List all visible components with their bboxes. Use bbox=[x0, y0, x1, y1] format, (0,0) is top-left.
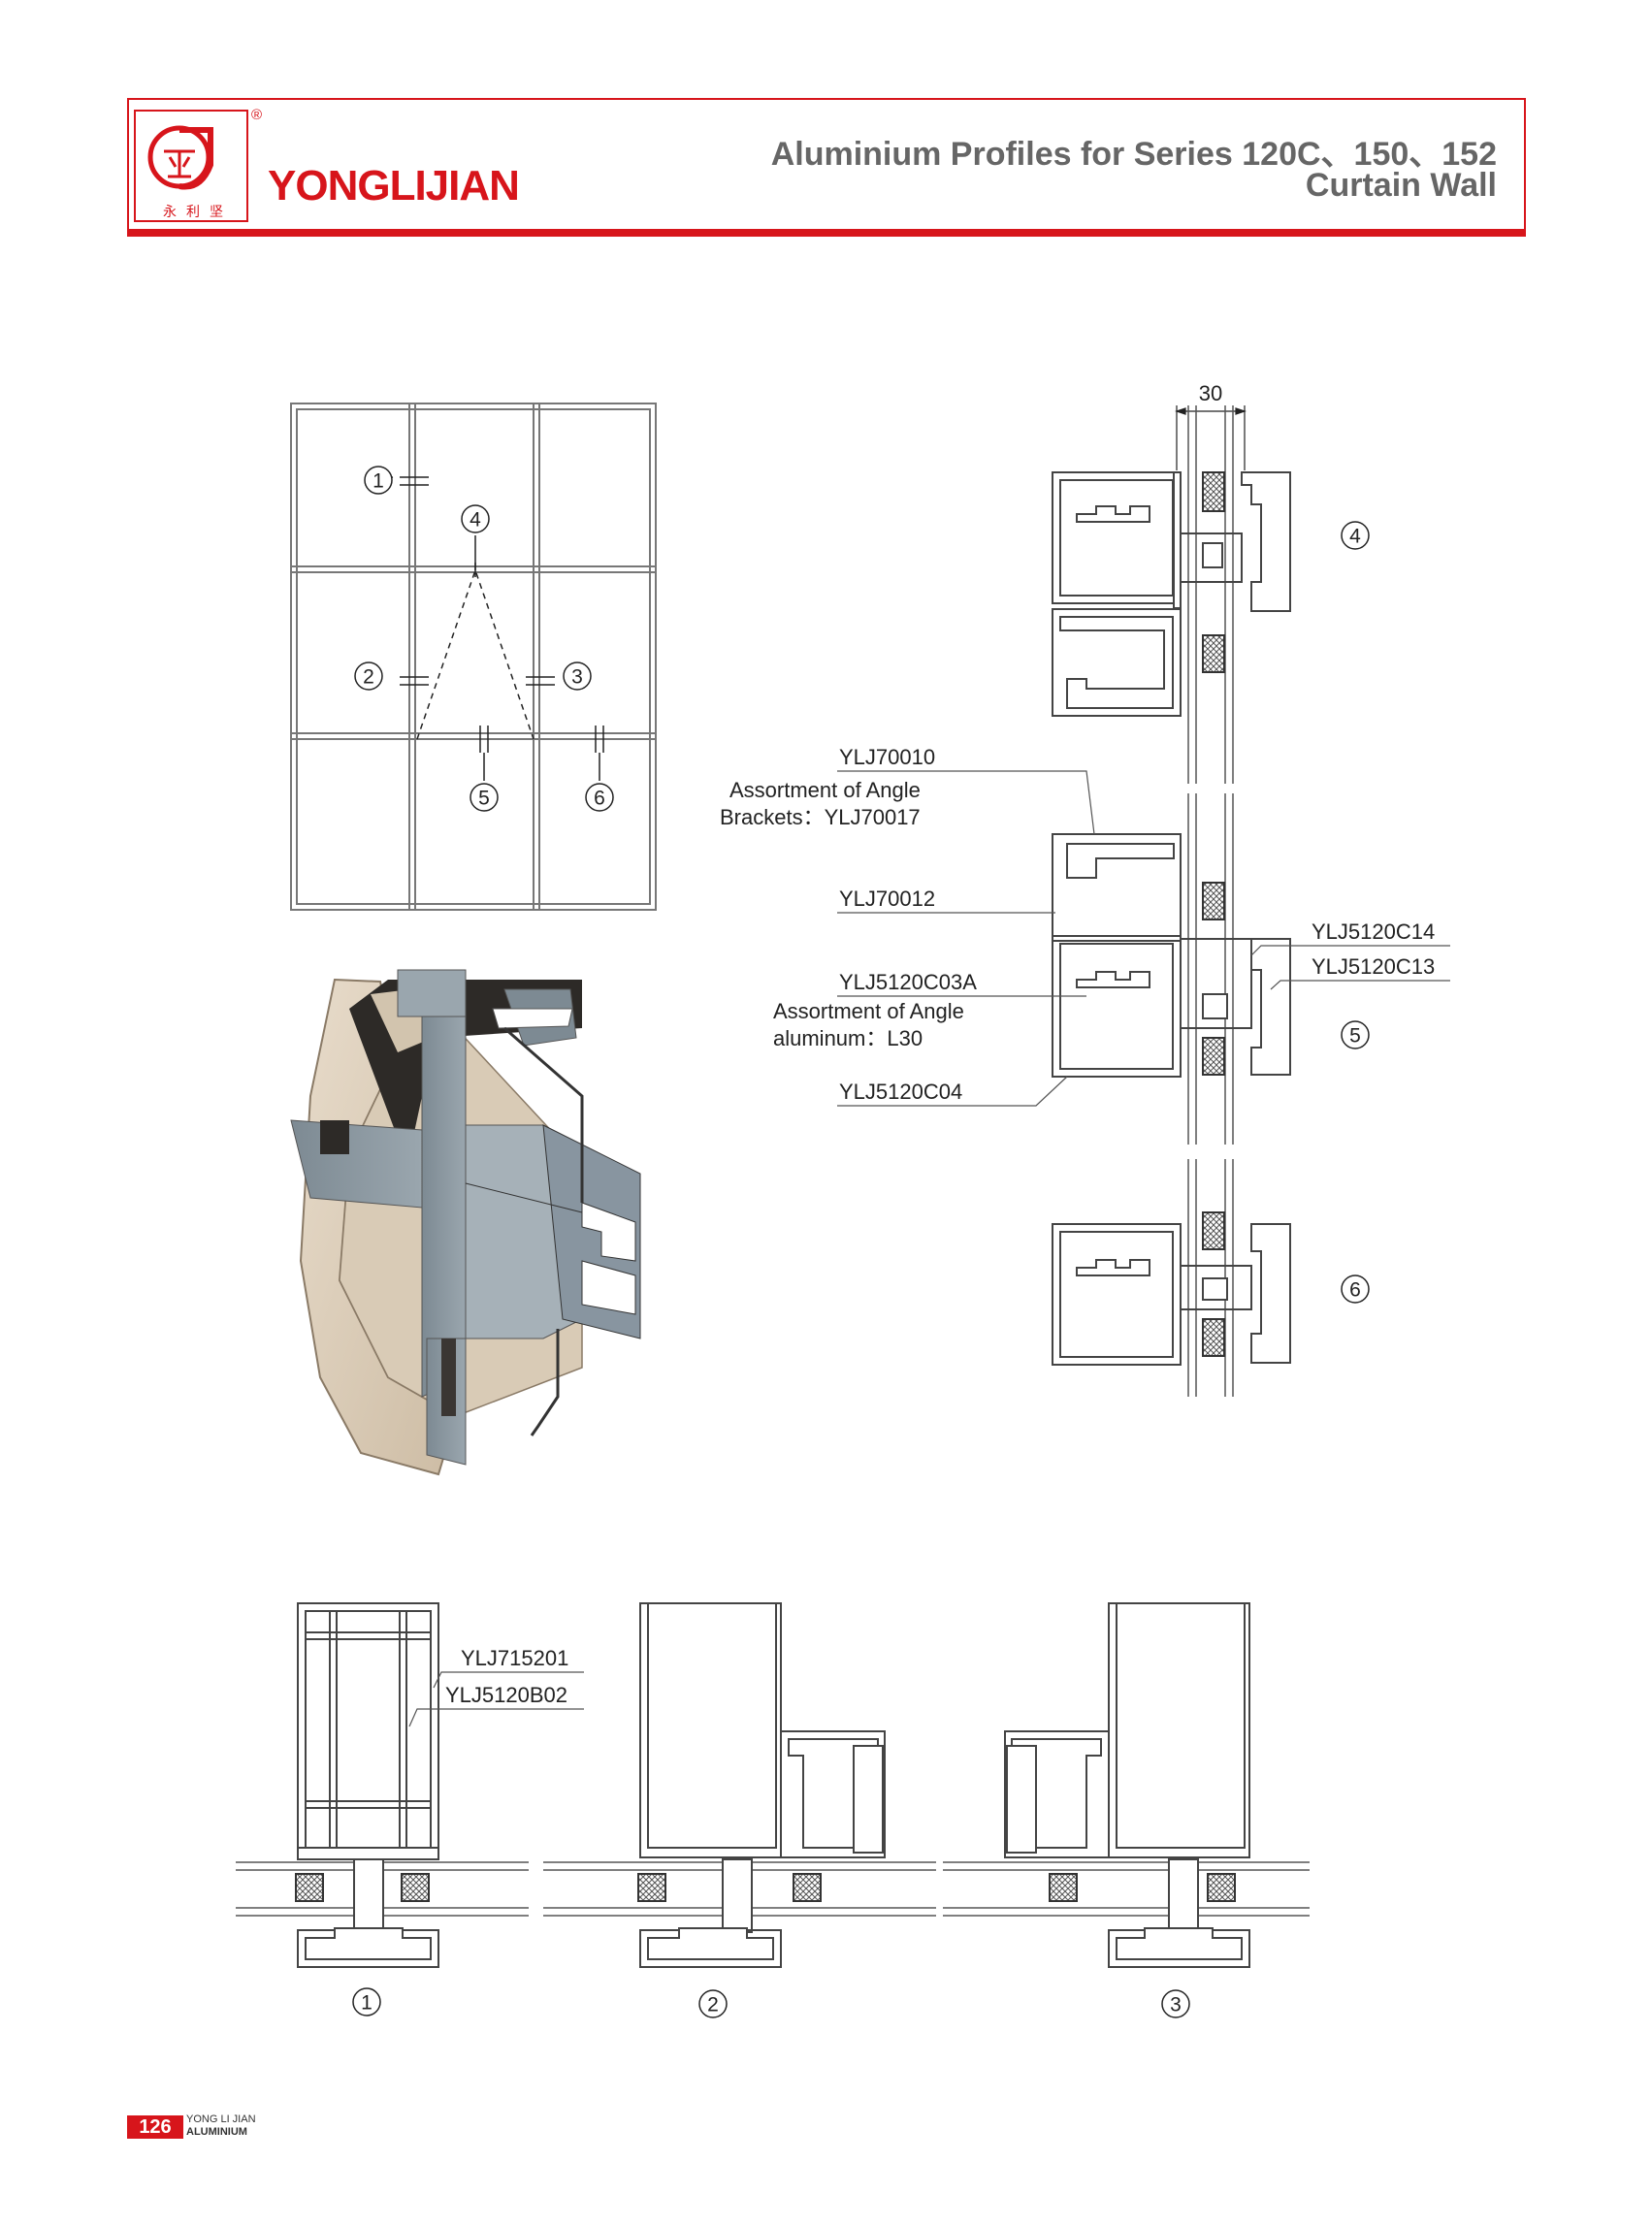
elevation-marker-2: 2 bbox=[354, 661, 383, 691]
svg-text:2: 2 bbox=[363, 666, 374, 689]
brand-name: YONGLIJIAN bbox=[268, 162, 520, 210]
leader-lines bbox=[837, 770, 1450, 1107]
label-ylj5120c03a: YLJ5120C03A bbox=[839, 970, 977, 994]
section-detail-4 bbox=[1052, 471, 1291, 717]
svg-text:4: 4 bbox=[1349, 526, 1361, 548]
svg-text:6: 6 bbox=[594, 788, 605, 810]
label-angle-aluminum-1: Assortment of Angle bbox=[773, 999, 964, 1023]
glass-panels-vertical bbox=[1187, 405, 1234, 1397]
dimension-text: 30 bbox=[1199, 381, 1222, 405]
svg-text:5: 5 bbox=[478, 788, 490, 810]
label-ylj5120b02: YLJ5120B02 bbox=[445, 1683, 567, 1707]
label-ylj70012: YLJ70012 bbox=[839, 887, 935, 911]
hs-marker-2: 2 bbox=[698, 1989, 728, 2018]
label-angle-brackets-2: Brackets：YLJ70017 bbox=[720, 805, 921, 829]
section-detail-6 bbox=[1052, 1211, 1291, 1366]
svg-text:3: 3 bbox=[1170, 1994, 1182, 2016]
label-ylj5120c04: YLJ5120C04 bbox=[839, 1080, 962, 1104]
vs-marker-4: 4 bbox=[1341, 521, 1370, 550]
dimension-30 bbox=[1175, 405, 1247, 470]
hs-marker-1: 1 bbox=[352, 1987, 381, 2016]
vs-marker-6: 6 bbox=[1341, 1274, 1370, 1304]
curtain-wall-3d-render bbox=[290, 969, 641, 1476]
label-ylj70010: YLJ70010 bbox=[839, 745, 935, 769]
svg-text:2: 2 bbox=[707, 1994, 719, 2016]
svg-text:3: 3 bbox=[571, 666, 583, 689]
svg-text:1: 1 bbox=[361, 1992, 373, 2015]
registered-mark: ® bbox=[251, 107, 263, 123]
footer-brand-line1: YONG LI JIAN bbox=[186, 2113, 256, 2125]
label-ylj5120c14: YLJ5120C14 bbox=[1312, 919, 1435, 944]
horizontal-glass-lines bbox=[236, 1861, 1310, 1917]
brand-chinese-name: 永利坚 bbox=[163, 205, 233, 220]
svg-text:4: 4 bbox=[470, 509, 481, 532]
label-ylj5120c13: YLJ5120C13 bbox=[1312, 954, 1435, 979]
svg-text:5: 5 bbox=[1349, 1025, 1361, 1048]
footer-brand-line2: ALUMINIUM bbox=[186, 2126, 247, 2138]
label-angle-aluminum-2: aluminum：L30 bbox=[773, 1026, 923, 1050]
elevation-grid bbox=[290, 403, 657, 911]
vs-marker-5: 5 bbox=[1341, 1020, 1370, 1049]
label-ylj715201: YLJ715201 bbox=[461, 1646, 568, 1670]
brand-emblem-icon bbox=[134, 110, 248, 222]
elevation-marker-4: 4 bbox=[461, 504, 490, 533]
label-angle-brackets-1: Assortment of Angle bbox=[729, 778, 921, 802]
elevation-marker-6: 6 bbox=[585, 783, 614, 812]
elevation-marker-3: 3 bbox=[563, 661, 592, 691]
elevation-section-marks bbox=[379, 476, 604, 781]
hs-marker-3: 3 bbox=[1161, 1989, 1190, 2018]
svg-text:6: 6 bbox=[1349, 1279, 1361, 1302]
elevation-marker-5: 5 bbox=[470, 783, 499, 812]
section-detail-5 bbox=[1052, 833, 1291, 1078]
horizontal-section-2 bbox=[637, 1602, 886, 1968]
hs-leader-lines bbox=[408, 1671, 584, 1727]
page-title-line1: Aluminium Profiles for Series 120C、150、1… bbox=[770, 136, 1497, 173]
horizontal-section-1 bbox=[295, 1602, 439, 1968]
horizontal-section-3 bbox=[1004, 1602, 1250, 1968]
page-title-line2: Curtain Wall bbox=[1305, 167, 1497, 204]
marker-label: 1 bbox=[373, 470, 384, 493]
elevation-marker-1: 1 bbox=[364, 466, 393, 495]
page-number: 126 bbox=[127, 2115, 183, 2139]
header-rule bbox=[127, 229, 1526, 237]
